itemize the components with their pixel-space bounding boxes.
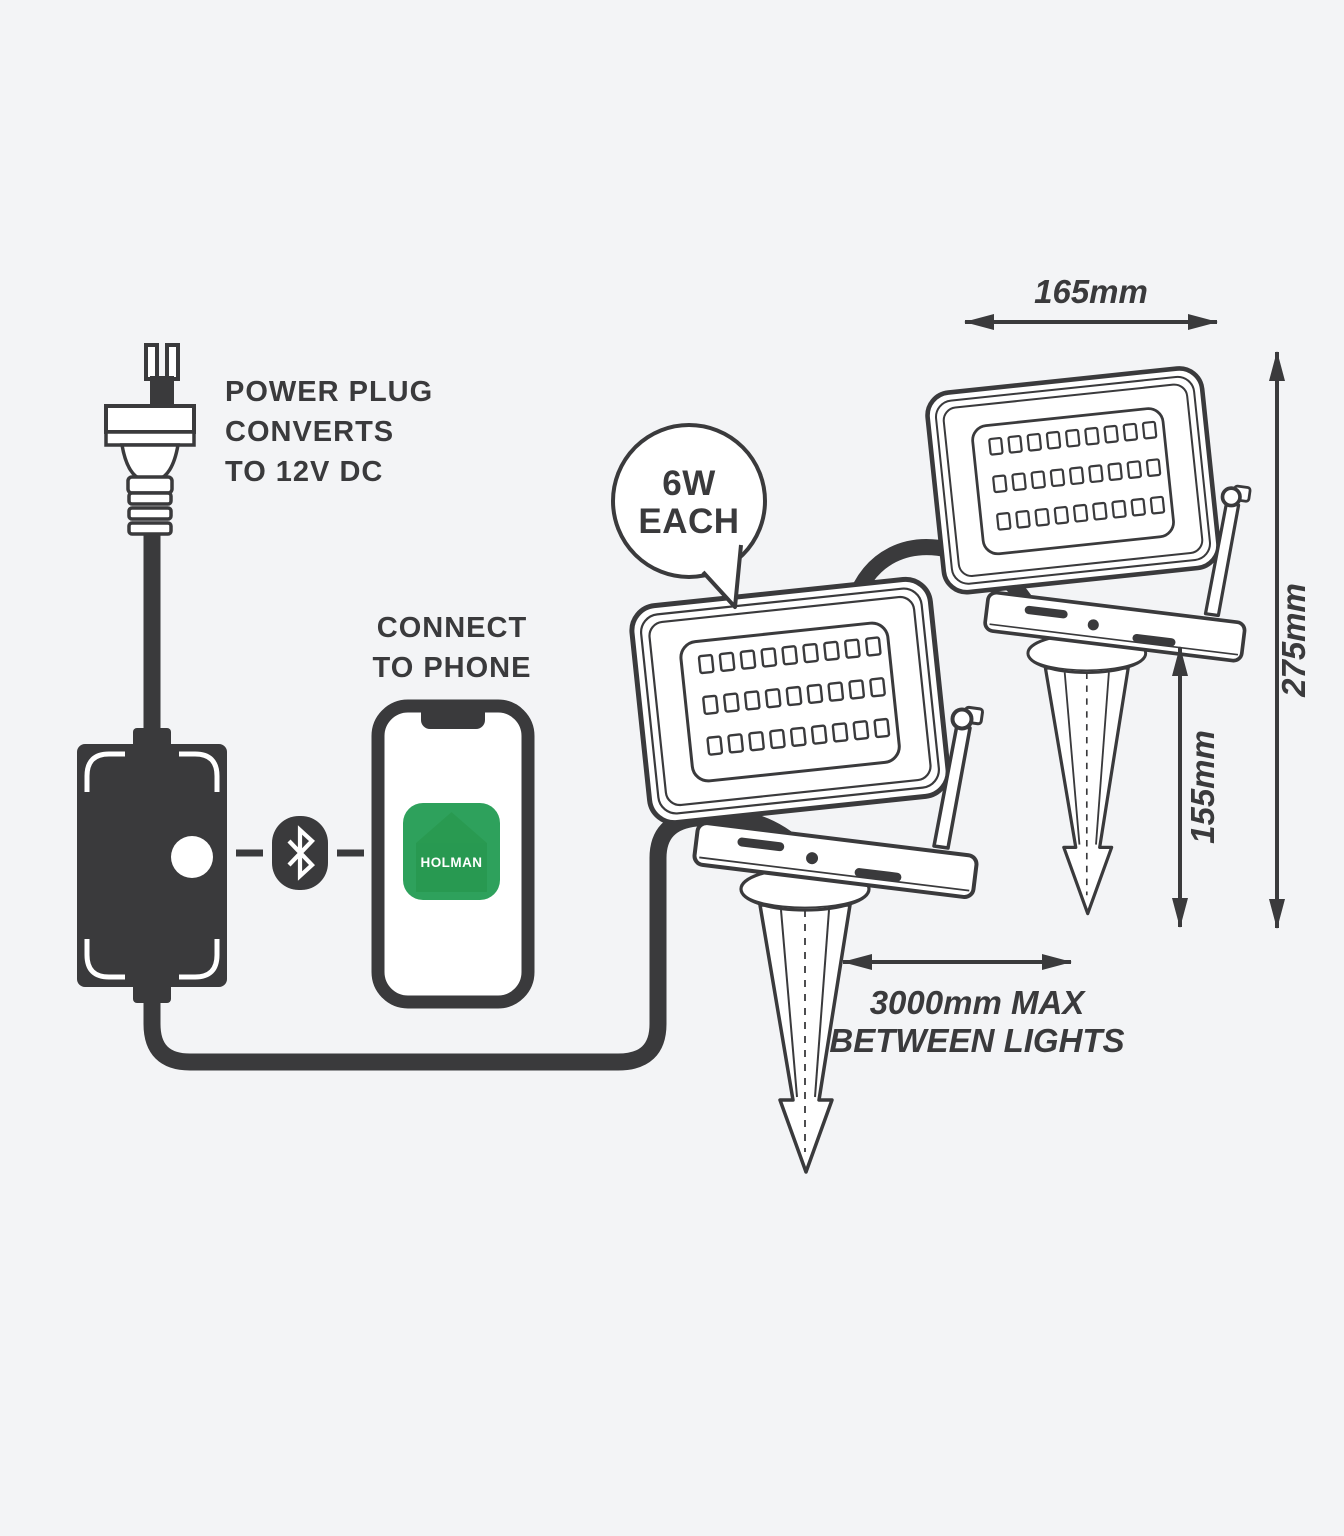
- dimension-spacing: 3000mm MAX BETWEEN LIGHTS: [829, 954, 1125, 1059]
- phone: HOLMAN: [371, 699, 535, 1009]
- dimension-total-height: 275mm: [1269, 351, 1312, 929]
- app-name: HOLMAN: [421, 854, 483, 870]
- connect-label: CONNECT TO PHONE: [373, 612, 532, 684]
- svg-text:155mm: 155mm: [1184, 730, 1221, 844]
- svg-text:6W: 6W: [662, 464, 716, 503]
- controller-box: [77, 728, 227, 1003]
- svg-text:EACH: EACH: [638, 502, 739, 541]
- dimension-width: 165mm: [964, 273, 1218, 330]
- holman-app-icon: HOLMAN: [403, 803, 500, 900]
- speech-bubble: 6W EACH: [611, 423, 767, 609]
- svg-text:CONVERTS: CONVERTS: [225, 416, 394, 448]
- svg-text:3000mm MAX: 3000mm MAX: [870, 984, 1087, 1021]
- svg-text:POWER PLUG: POWER PLUG: [225, 376, 433, 408]
- status-led: [171, 836, 213, 878]
- app-house: [416, 812, 487, 892]
- main-cable: [143, 808, 807, 1071]
- svg-text:275mm: 275mm: [1275, 583, 1312, 698]
- power-plug-label: POWER PLUG CONVERTS TO 12V DC: [225, 376, 433, 488]
- svg-text:TO 12V DC: TO 12V DC: [225, 456, 383, 488]
- svg-text:TO PHONE: TO PHONE: [373, 652, 532, 684]
- svg-text:CONNECT: CONNECT: [377, 612, 527, 644]
- power-plug-icon: [104, 343, 196, 536]
- bluetooth-icon: [272, 816, 328, 890]
- svg-text:165mm: 165mm: [1034, 273, 1148, 310]
- phone-notch: [421, 701, 485, 729]
- svg-text:BETWEEN LIGHTS: BETWEEN LIGHTS: [829, 1022, 1124, 1059]
- dimension-spike-height: 155mm: [1172, 646, 1221, 928]
